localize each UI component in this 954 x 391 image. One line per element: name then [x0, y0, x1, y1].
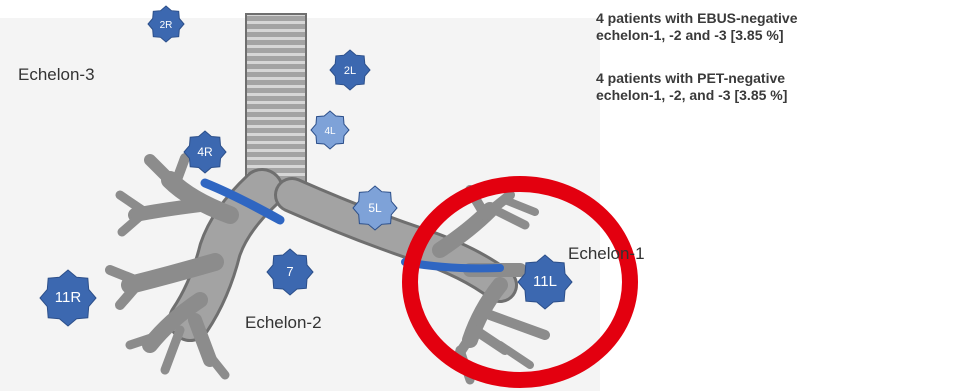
- station-label: 5L: [368, 201, 382, 215]
- echelon-2-label: Echelon-2: [245, 313, 322, 333]
- station-label: 7: [286, 264, 293, 279]
- station-label: 2R: [160, 20, 173, 31]
- pet-note-line-1: 4 patients with PET-negative: [596, 70, 946, 87]
- ebus-note-line-1: 4 patients with EBUS-negative: [596, 10, 946, 27]
- station-label: 11L: [533, 273, 557, 290]
- echelon-3-label: Echelon-3: [18, 65, 95, 85]
- station-7: 7: [267, 249, 313, 295]
- station-4l: 4L: [311, 111, 349, 149]
- station-5l: 5L: [353, 186, 397, 230]
- pet-note: 4 patients with PET-negative echelon-1, …: [596, 70, 946, 104]
- station-label: 4L: [324, 126, 336, 137]
- pet-note-line-2: echelon-1, -2, and -3 [3.85 %]: [596, 87, 946, 104]
- ebus-note: 4 patients with EBUS-negative echelon-1,…: [596, 10, 946, 44]
- station-label: 4R: [197, 145, 213, 159]
- station-4r: 4R: [184, 131, 226, 173]
- station-label: 2L: [344, 65, 356, 77]
- station-label: 11R: [55, 289, 82, 306]
- echelon-1-label: Echelon-1: [568, 244, 645, 264]
- ebus-note-line-2: echelon-1, -2 and -3 [3.85 %]: [596, 27, 946, 44]
- station-11r: 11R: [40, 270, 96, 326]
- station-2l: 2L: [330, 50, 370, 90]
- station-2r: 2R: [148, 6, 184, 42]
- station-11l: 11L: [518, 255, 572, 309]
